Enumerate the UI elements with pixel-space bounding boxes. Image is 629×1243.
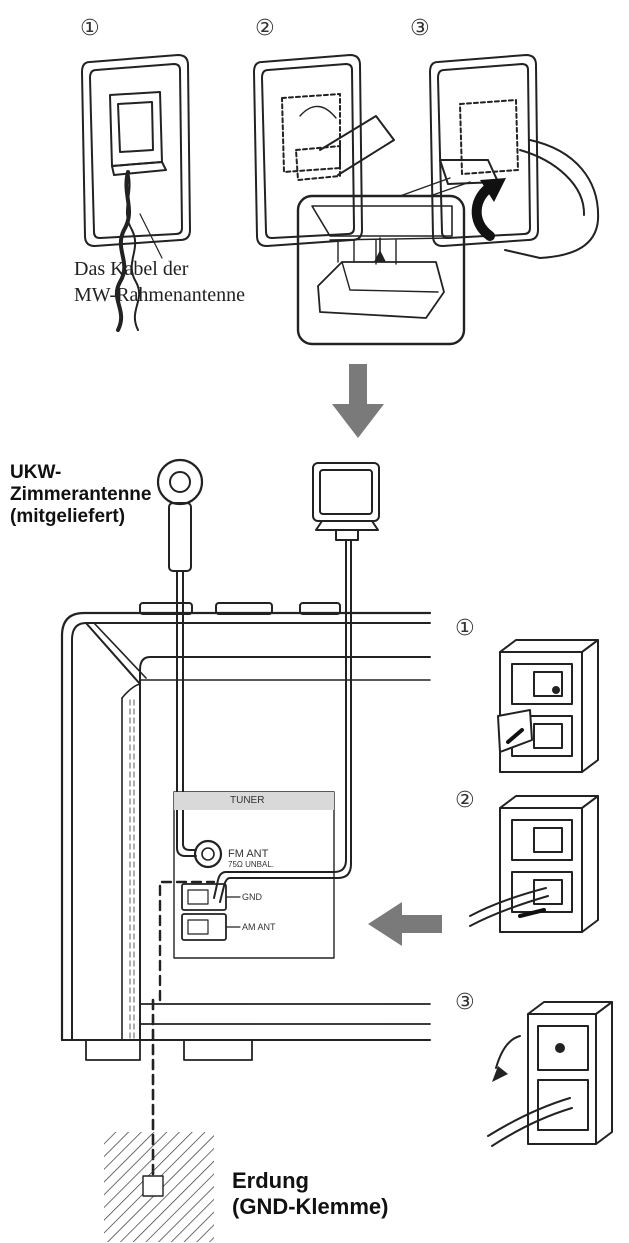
am-loop-cable-label-line2: MW-Rahmenantenne <box>74 284 246 306</box>
terminal-step1-illustration <box>497 639 599 773</box>
insert-direction-arrow <box>368 902 442 946</box>
fm-cable <box>176 570 197 857</box>
terminal-step2-illustration <box>469 795 599 933</box>
ground-label-line1: Erdung <box>232 1168 309 1193</box>
fm-indoor-antenna <box>156 458 204 572</box>
gnd-terminal-label: GND <box>242 892 262 902</box>
loop-step-3-marker: ③ <box>410 16 430 41</box>
am-loop-cable-label-line1: Das Kabel der <box>74 258 189 280</box>
connect-step-1-marker: ① <box>455 616 475 641</box>
loop-step-1-marker: ① <box>80 16 100 41</box>
fm-antenna-label-line2: Zimmerantenne <box>10 484 152 505</box>
fm-ant-jack-sublabel: 75Ω UNBAL. <box>228 860 274 869</box>
loop-step-2-marker: ② <box>255 16 275 41</box>
loop-antenna-step3-illustration <box>399 54 600 259</box>
tuner-terminal-panel <box>158 791 335 1002</box>
fm-ant-jack-label: FM ANT <box>228 848 269 860</box>
fm-antenna-label-line3: (mitgeliefert) <box>10 506 126 527</box>
am-ant-terminal-label: AM ANT <box>242 922 276 932</box>
am-loop-antenna-assembled <box>312 462 380 541</box>
connect-step-2-marker: ② <box>455 788 475 813</box>
terminal-step3-illustration <box>487 1001 613 1147</box>
assemble-down-arrow <box>332 364 384 438</box>
ground-connection <box>104 998 214 1242</box>
fm-antenna-label-line1: UKW- <box>10 462 62 483</box>
loop-antenna-step2-illustration <box>253 54 395 247</box>
tuner-section-title: TUNER <box>230 795 265 806</box>
connect-step-3-marker: ③ <box>455 990 475 1015</box>
ground-label-line2: (GND-Klemme) <box>232 1194 389 1219</box>
stand-clip-detail-zoom <box>296 194 466 346</box>
receiver-unit <box>60 602 432 1061</box>
loop-antenna-step1-illustration <box>81 54 191 332</box>
am-cable <box>213 539 352 903</box>
